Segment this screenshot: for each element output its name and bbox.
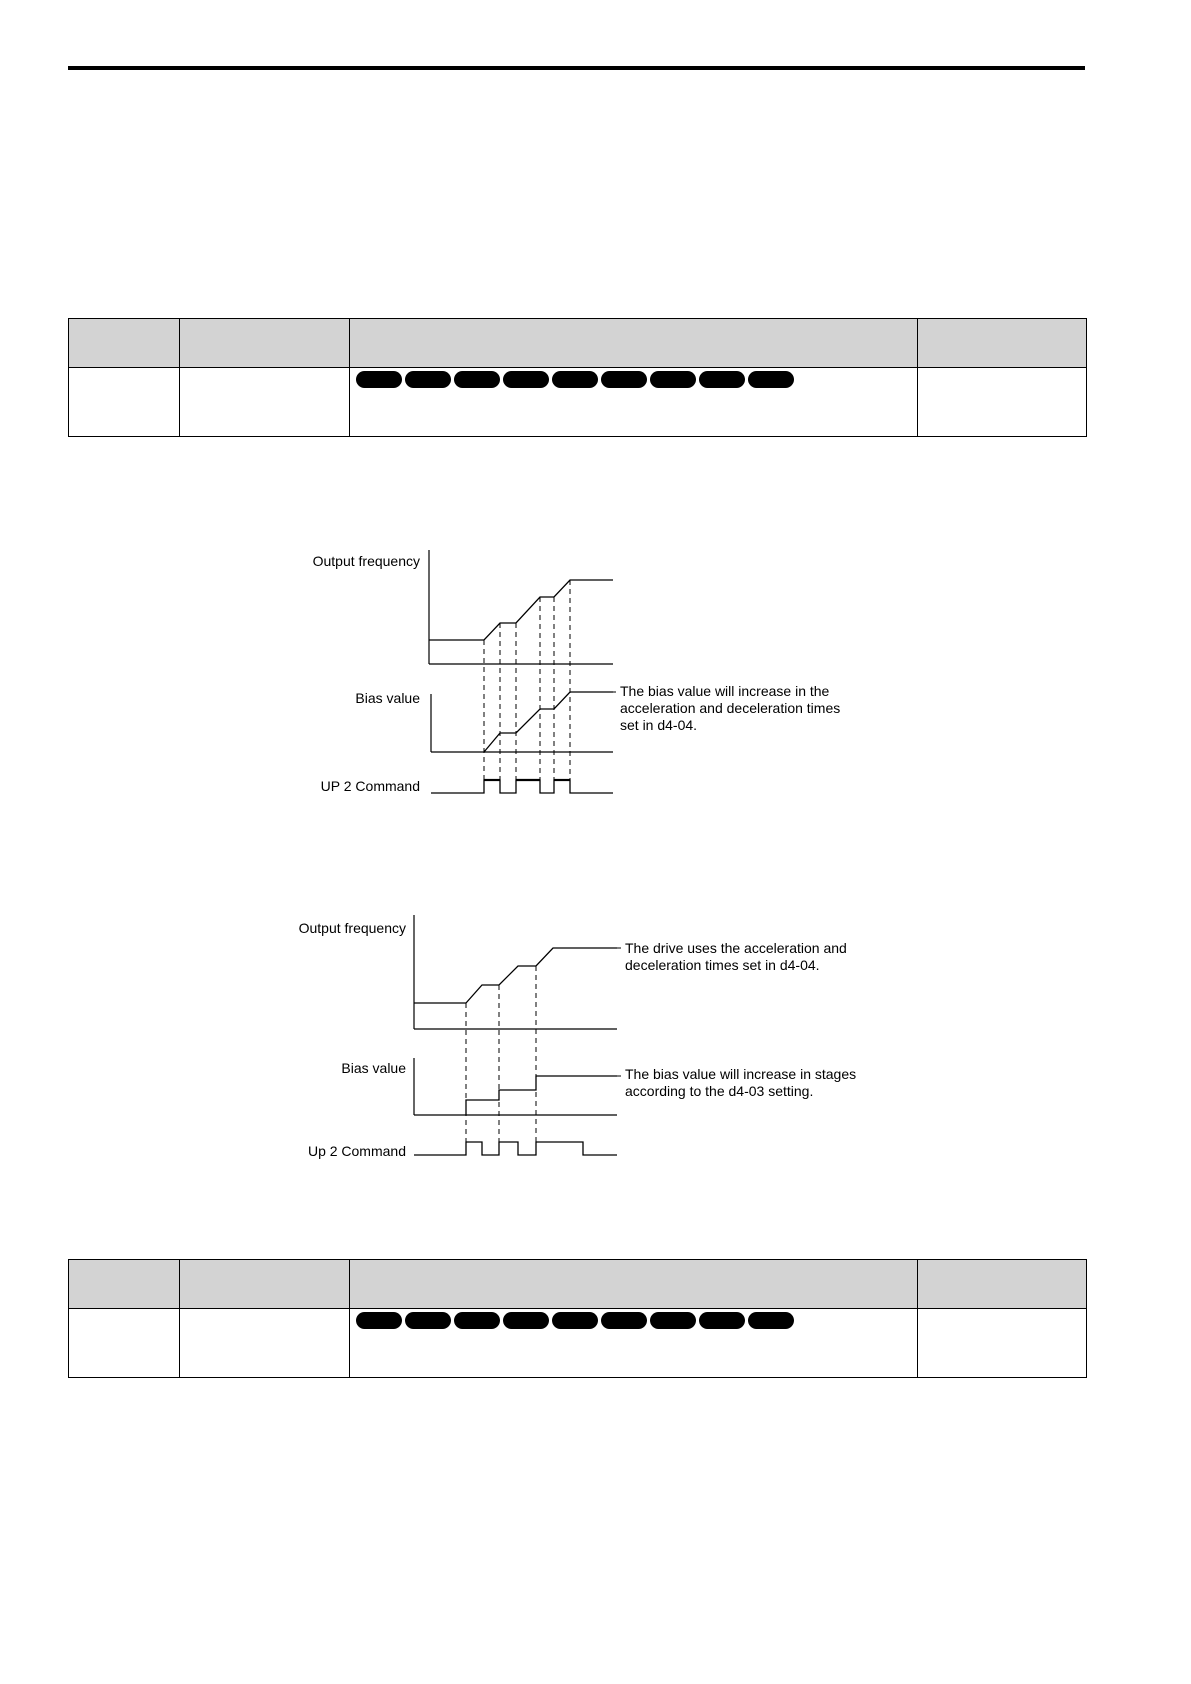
control-mode-badge [405, 1312, 451, 1329]
control-mode-badge [748, 1312, 794, 1329]
signal-label-bias-value: Bias value [355, 690, 420, 706]
cell-description [349, 367, 918, 437]
table-row [68, 1308, 1087, 1378]
control-mode-badge [699, 371, 745, 388]
note-line: deceleration times set in d4-04. [625, 957, 820, 973]
header-cell-name [179, 1259, 350, 1309]
axes [413, 915, 617, 1116]
timing-diagram-2: Output frequency Bias value Up 2 Command… [299, 915, 856, 1159]
control-mode-badge [356, 371, 402, 388]
note-line: according to the d4-03 setting. [625, 1083, 813, 1099]
control-mode-badge [503, 371, 549, 388]
control-mode-badge [601, 371, 647, 388]
cell-default [917, 367, 1087, 437]
parameter-table-bottom [68, 1259, 1087, 1378]
table-row [68, 367, 1087, 437]
note-line: set in d4-04. [620, 717, 697, 733]
control-mode-badge [650, 371, 696, 388]
control-mode-badge [552, 1312, 598, 1329]
header-cell-name [179, 318, 350, 368]
control-mode-badge [552, 371, 598, 388]
signal-label-up2-command: Up 2 Command [308, 1143, 406, 1159]
timing-guides [483, 580, 571, 793]
up2-command-trace [431, 779, 613, 794]
output-frequency-trace [414, 947, 617, 1004]
bias-value-trace [483, 691, 613, 753]
cell-description [349, 1308, 918, 1378]
table-header-row [68, 1259, 1087, 1309]
signal-label-up2-command: UP 2 Command [321, 778, 420, 794]
cell-no [68, 1308, 180, 1378]
header-cell-description [349, 1259, 918, 1309]
control-mode-badge [503, 1312, 549, 1329]
control-mode-badge [454, 1312, 500, 1329]
cell-default [917, 1308, 1087, 1378]
control-mode-badge [356, 1312, 402, 1329]
timing-guides [465, 966, 537, 1155]
signal-label-bias-value: Bias value [341, 1060, 406, 1076]
cell-no [68, 367, 180, 437]
cell-name [179, 367, 350, 437]
header-cell-description [349, 318, 918, 368]
header-cell-default [917, 1259, 1087, 1309]
header-cell-no [68, 318, 180, 368]
table-header-row [68, 318, 1087, 368]
control-mode-badge [748, 371, 794, 388]
timing-diagram-1: Output frequency Bias value UP 2 Command… [313, 550, 840, 794]
note-line: acceleration and deceleration times [620, 700, 840, 716]
note-line: The bias value will increase in stages [625, 1066, 856, 1082]
signal-label-output-frequency: Output frequency [299, 920, 406, 936]
cell-name [179, 1308, 350, 1378]
output-frequency-trace [429, 579, 613, 641]
control-mode-badges [350, 1309, 917, 1329]
control-mode-badge [650, 1312, 696, 1329]
parameter-table-top [68, 318, 1087, 437]
control-mode-badge [601, 1312, 647, 1329]
control-mode-badges [350, 368, 917, 388]
up2-command-trace [414, 1141, 617, 1156]
note-line: The bias value will increase in the [620, 683, 830, 699]
header-rule [68, 66, 1085, 70]
header-cell-default [917, 318, 1087, 368]
bias-value-trace [465, 1075, 617, 1115]
header-cell-no [68, 1259, 180, 1309]
control-mode-badge [454, 371, 500, 388]
axes [428, 550, 613, 753]
note-line: The drive uses the acceleration and [625, 940, 847, 956]
signal-label-output-frequency: Output frequency [313, 553, 420, 569]
control-mode-badge [405, 371, 451, 388]
control-mode-badge [699, 1312, 745, 1329]
